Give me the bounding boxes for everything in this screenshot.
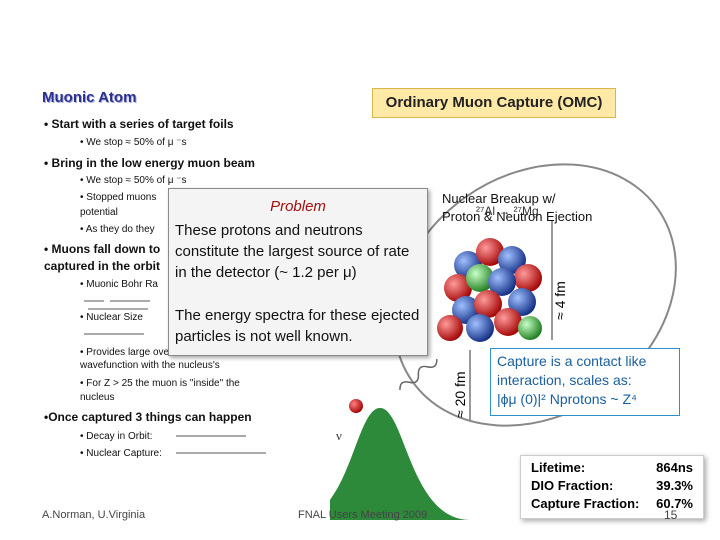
photon-wiggle [399,359,438,391]
popup-paragraph-2: The energy spectra for these ejected par… [175,307,420,345]
neutrino-wiggle [330,365,332,402]
breakup-line-1: Nuclear Breakup w/ [442,191,556,206]
dio-fraction-value: 39.3% [656,478,693,493]
dim-4fm-label: ≈ 4 fm [552,281,568,320]
dio-fraction-row: DIO Fraction: 39.3% [531,477,693,495]
footer-meeting: FNAL Users Meeting 2009 [298,509,428,521]
nuclear-breakup-label: Nuclear Breakup w/ Proton & Neutron Ejec… [442,190,592,226]
reaction-overlap-label: ²⁷Al → ²⁷Mg [476,204,539,218]
bullet-3: • Muons fall down to [44,242,161,256]
bohr-radius-formula [80,293,160,315]
dim-20fm-label: ≈ 20 fm [452,371,468,418]
lifetime-box: Lifetime: 864ns DIO Fraction: 39.3% Capt… [520,455,704,519]
bullet-3-sub-2: • Nuclear Size [80,312,143,323]
capture-fraction-row: Capture Fraction: 60.7% [531,495,693,513]
footer-author: A.Norman, U.Virginia [42,509,146,521]
bullet-1-sub-1: • We stop ≈ 50% of μ ⁻s [80,137,187,148]
bullet-4-sub-1: • Decay in Orbit: [80,431,153,442]
bullet-3-sub-3-cont: wavefunction with the nucleus's [80,360,220,371]
nuclear-size-formula [80,325,160,343]
dio-fraction-label: DIO Fraction: [531,478,614,493]
bullet-2: • Bring in the low energy muon beam [44,156,255,170]
popup-title: Problem [270,198,326,215]
muon-particle [349,399,363,413]
bullet-3-sub-4: • For Z > 25 the muon is "inside" the [80,378,240,389]
problem-popup: Problem These protons and neutrons const… [168,188,428,356]
bullet-2-sub-2-cont: potential [80,207,118,218]
contact-interaction-box: Capture is a contact like interaction, s… [490,348,680,416]
lifetime-value: 864ns [656,460,693,475]
capture-fraction-label: Capture Fraction: [531,496,640,511]
bullet-2-sub-3: • As they do they [80,224,155,235]
page-number: 15 [664,508,678,522]
decay-equations [172,428,282,462]
lifetime-row: Lifetime: 864ns [531,459,693,477]
omc-label: Ordinary Muon Capture (OMC) [372,88,616,118]
bullet-2-sub-2: • Stopped muons [80,192,157,203]
bullet-3-cont: captured in the orbit [44,259,161,273]
contact-line-2: interaction, scales as: [497,372,632,388]
capture-diagram: ν [330,163,677,520]
bullet-1: • Start with a series of target foils [44,117,234,131]
bullet-2-sub-1: • We stop ≈ 50% of μ ⁻s [80,175,187,186]
energy-spectrum-peak [330,408,470,520]
breakup-line-2: Proton & Neutron Ejection [442,209,593,224]
nu-label: ν [336,428,342,443]
nucleus-cluster [437,238,542,342]
bullet-4: •Once captured 3 things can happen [44,410,252,424]
lifetime-label: Lifetime: [531,460,586,475]
popup-paragraph-1: These protons and neutrons constitute th… [175,222,410,281]
bullet-3-sub-4-cont: nucleus [80,392,115,403]
capture-fraction-value: 60.7% [656,496,693,511]
bullet-3-sub-3: • Provides large ove [80,347,170,358]
slide-title: Muonic Atom [42,89,137,106]
contact-line-3: |ϕμ (0)|² Nprotons ~ Z⁴ [497,391,638,407]
bullet-4-sub-2: • Nuclear Capture: [80,448,162,459]
contact-line-1: Capture is a contact like [497,353,647,369]
bullet-3-sub-1: • Muonic Bohr Ra [80,279,158,290]
